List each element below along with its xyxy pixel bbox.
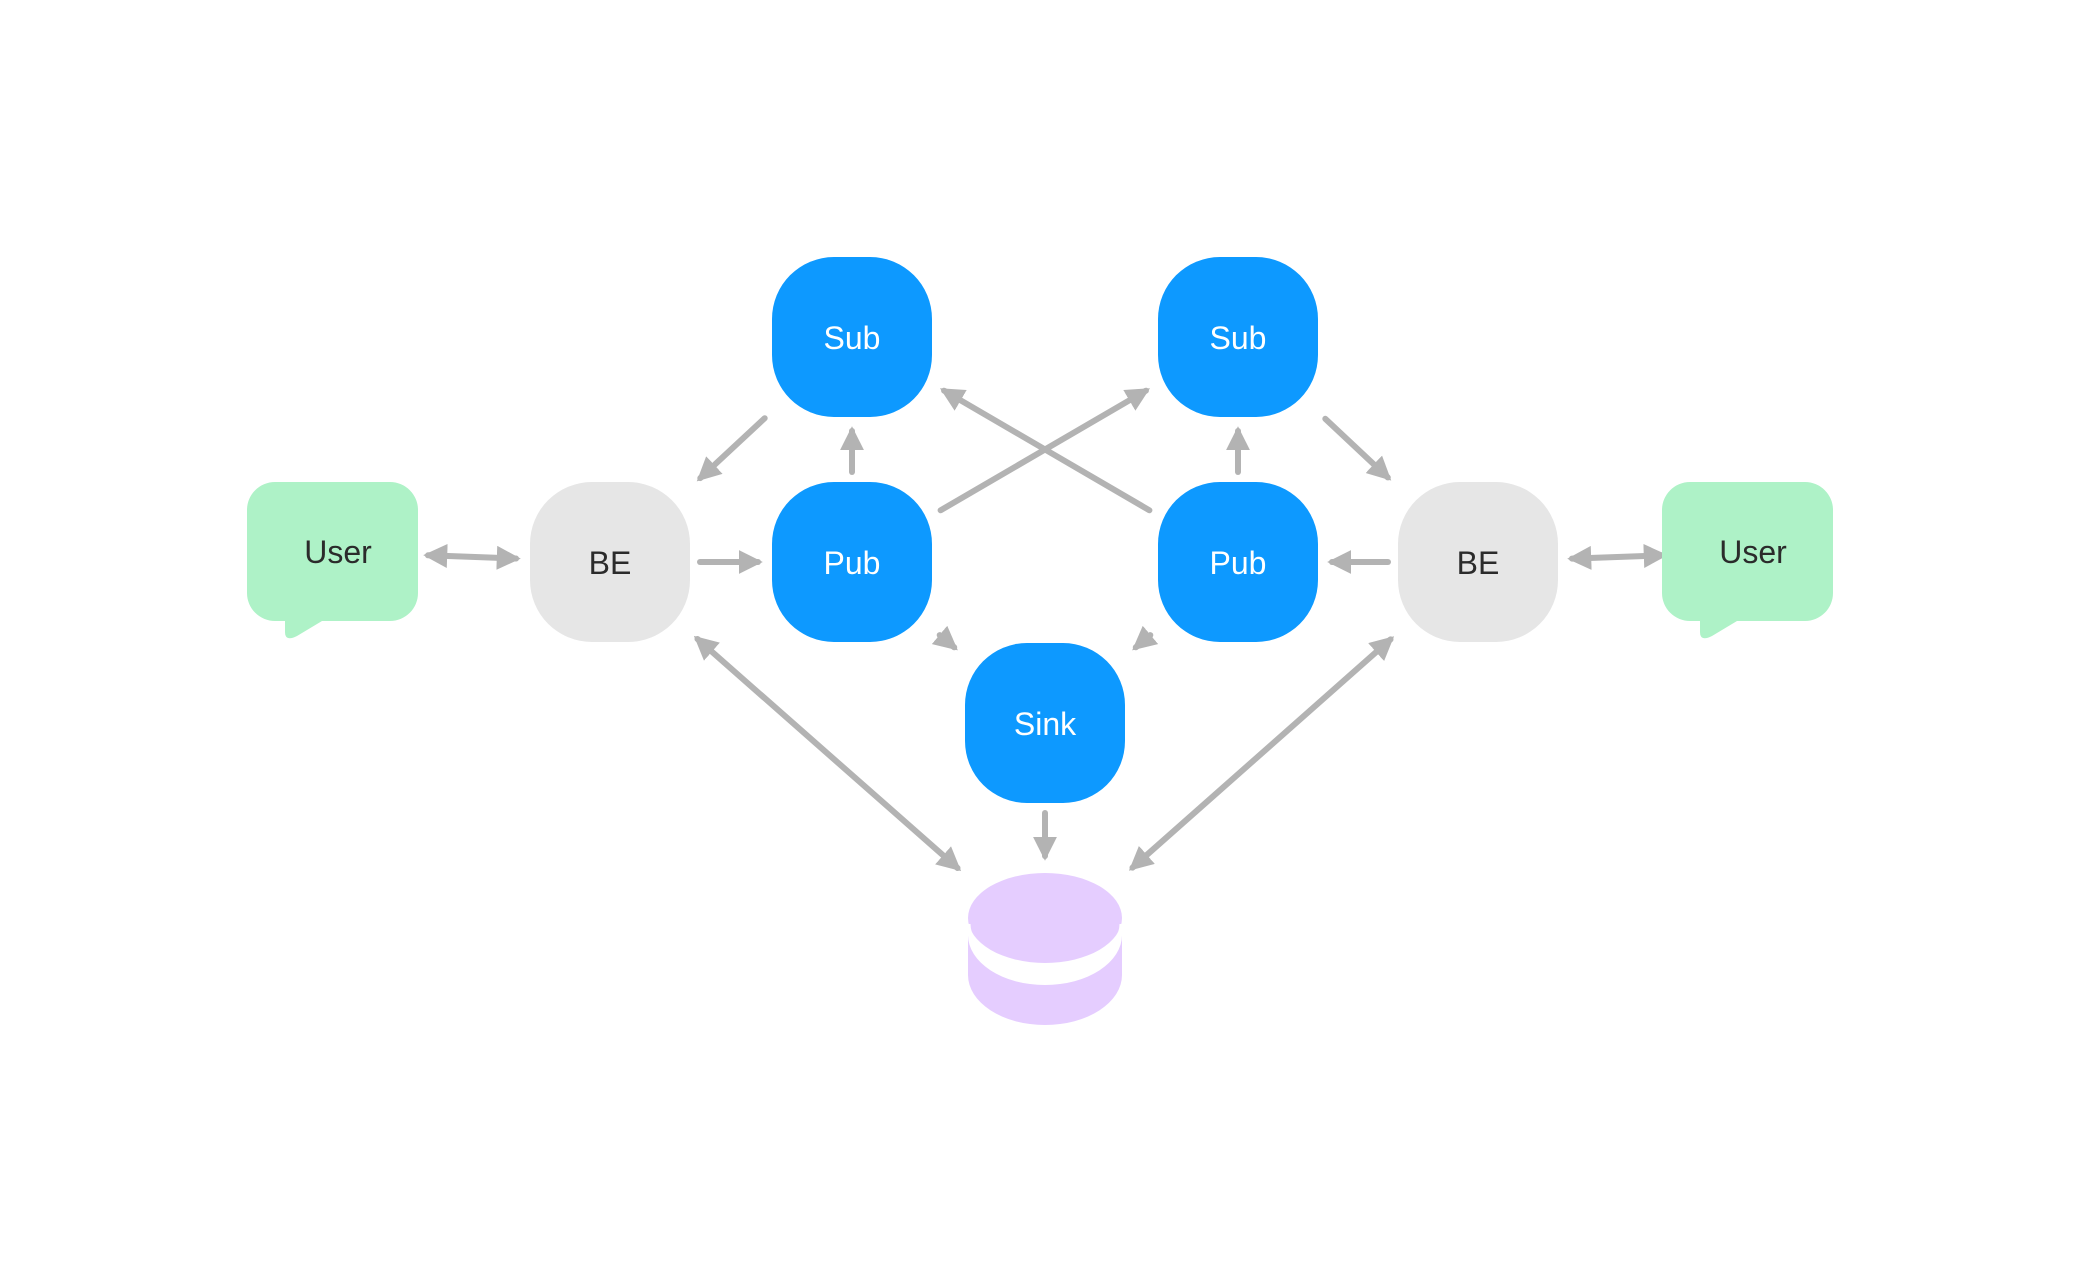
be-left-box <box>530 482 690 642</box>
user-right-label: User <box>1719 534 1787 570</box>
user-left-node[interactable]: User <box>247 482 418 639</box>
database-node[interactable] <box>965 873 1125 1025</box>
sub-right-label: Sub <box>1210 320 1267 356</box>
arrow-sub-left-to-be-left <box>696 415 768 482</box>
arrow-user-right-to-be-right <box>1567 544 1668 570</box>
sub-left-node[interactable]: Sub <box>772 257 932 417</box>
user-left-label: User <box>304 534 372 570</box>
be-left-node[interactable]: BE <box>530 482 690 642</box>
sink-box <box>965 643 1125 803</box>
pub-right-box <box>1158 482 1318 642</box>
sub-right-box <box>1158 257 1318 417</box>
arrow-user-left-to-be-left <box>423 544 521 570</box>
arrow-pub-right-to-sink <box>1132 625 1159 651</box>
pub-left-box <box>772 482 932 642</box>
be-left-label: BE <box>589 545 632 581</box>
arrow-be-right-to-database <box>1128 636 1395 871</box>
database-icon <box>965 873 1125 1025</box>
be-right-node[interactable]: BE <box>1398 482 1558 642</box>
pub-left-label: Pub <box>824 545 881 581</box>
user-right-node[interactable]: User <box>1662 482 1833 639</box>
arrow-pub-left-to-sink <box>931 625 958 651</box>
sub-left-label: Sub <box>824 320 881 356</box>
arrow-be-left-to-database <box>693 635 962 872</box>
sink-node[interactable]: Sink <box>965 643 1125 803</box>
be-right-label: BE <box>1457 545 1500 581</box>
arrow-sub-right-to-be-right <box>1322 415 1392 481</box>
pub-right-label: Pub <box>1210 545 1267 581</box>
chat-bubble-icon <box>247 482 418 639</box>
sub-left-box <box>772 257 932 417</box>
arrow-pub-right-to-sub-left <box>939 387 1153 514</box>
sub-right-node[interactable]: Sub <box>1158 257 1318 417</box>
pub-right-node[interactable]: Pub <box>1158 482 1318 642</box>
chat-bubble-icon <box>1662 482 1833 639</box>
edges-group <box>423 387 1668 872</box>
be-right-box <box>1398 482 1558 642</box>
sink-label: Sink <box>1014 706 1077 742</box>
pub-left-node[interactable]: Pub <box>772 482 932 642</box>
